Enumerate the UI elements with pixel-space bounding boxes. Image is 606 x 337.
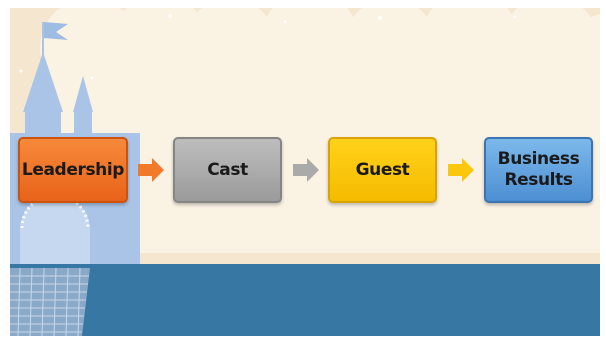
step-business-results: Business Results	[484, 137, 593, 203]
arrow-right-icon	[138, 158, 164, 182]
arrow-right-icon	[448, 158, 474, 182]
step-label-leadership: Leadership	[22, 160, 124, 181]
step-leadership: Leadership	[18, 137, 128, 203]
step-guest: Guest	[328, 137, 437, 203]
castle-arch-icon	[20, 195, 90, 268]
arrow-right-icon	[293, 158, 319, 182]
slide: Leadership Cast Guest Business Results	[10, 8, 600, 336]
brick-path	[10, 268, 90, 336]
step-label-guest: Guest	[356, 160, 410, 181]
step-label-cast: Cast	[207, 160, 248, 181]
floor	[10, 264, 600, 336]
step-label-business-results: Business Results	[498, 149, 580, 191]
step-cast: Cast	[173, 137, 282, 203]
